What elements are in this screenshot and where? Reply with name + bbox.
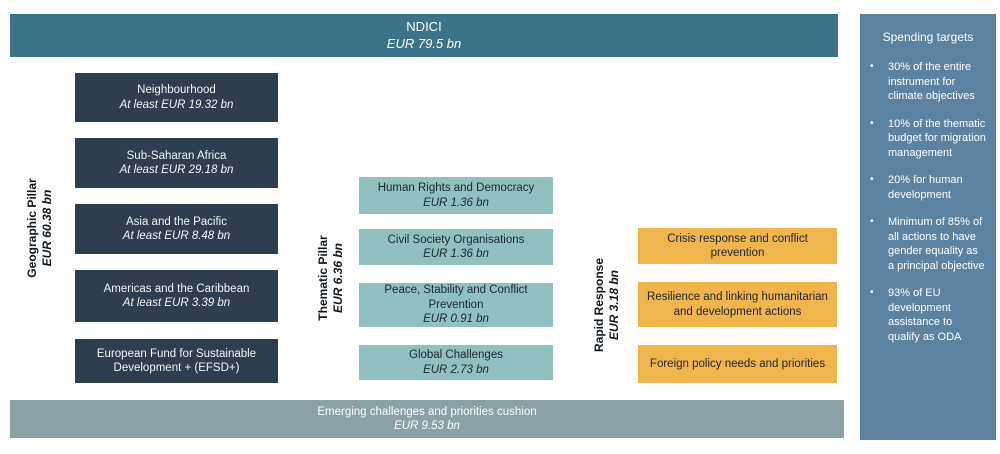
geographic-pillar-amount: EUR 60.38 bn bbox=[40, 189, 54, 267]
box-title: Asia and the Pacific bbox=[125, 215, 227, 228]
bullet-icon: • bbox=[870, 216, 874, 228]
box-global-challenges: Global Challenges EUR 2.73 bn bbox=[359, 345, 553, 380]
box-amount: At least EUR 19.32 bn bbox=[119, 98, 234, 111]
geographic-pillar-label: Geographic Pillar EUR 60.38 bn bbox=[24, 143, 56, 313]
spending-target-text: 30% of the entire instrument for climate… bbox=[888, 61, 975, 103]
cushion-amount: EUR 9.53 bn bbox=[394, 420, 460, 432]
rapid-response-amount: EUR 3.18 bn bbox=[607, 269, 621, 341]
box-civil-society: Civil Society Organisations EUR 1.36 bn bbox=[359, 229, 553, 265]
cushion-bar: Emerging challenges and priorities cushi… bbox=[10, 400, 844, 438]
box-neighbourhood: Neighbourhood At least EUR 19.32 bn bbox=[75, 73, 278, 122]
list-item: • 10% of the thematic budget for migrati… bbox=[870, 117, 986, 161]
box-crisis-response: Crisis response and conflict prevention bbox=[638, 228, 837, 264]
box-title: Global Challenges bbox=[409, 349, 503, 362]
list-item: • Minimum of 85% of all actions to have … bbox=[870, 215, 986, 273]
box-amount: EUR 1.36 bn bbox=[423, 248, 489, 260]
ndici-title: NDICI bbox=[406, 18, 442, 34]
box-title: Civil Society Organisations bbox=[387, 233, 525, 246]
box-amount: At least EUR 3.39 bn bbox=[122, 297, 231, 309]
bullet-icon: • bbox=[870, 174, 874, 186]
box-amount: At least EUR 8.48 bn bbox=[122, 230, 231, 242]
thematic-pillar-amount: EUR 6.36 bn bbox=[331, 242, 345, 314]
box-amount: EUR 2.73 bn bbox=[423, 363, 489, 376]
list-item: • 30% of the entire instrument for clima… bbox=[870, 60, 986, 104]
rapid-response-name: Rapid Response bbox=[592, 257, 606, 353]
rapid-response-label: Rapid Response EUR 3.18 bn bbox=[592, 230, 622, 380]
spending-target-text: 20% for human development bbox=[888, 174, 963, 201]
box-sub-saharan-africa: Sub-Saharan Africa At least EUR 29.18 bn bbox=[75, 138, 278, 188]
thematic-pillar-name: Thematic Pillar bbox=[316, 235, 330, 321]
spending-target-text: 10% of the thematic budget for migration… bbox=[888, 117, 986, 159]
geographic-pillar-name: Geographic Pillar bbox=[25, 178, 39, 278]
box-amount: EUR 1.36 bn bbox=[423, 196, 489, 209]
box-amount: EUR 0.91 bn bbox=[423, 313, 489, 326]
box-title: Americas and the Caribbean bbox=[103, 282, 250, 295]
box-title: Human Rights and Democracy bbox=[377, 182, 535, 195]
box-peace-stability: Peace, Stability and Conflict Prevention… bbox=[359, 283, 553, 327]
spending-targets-title: Spending targets bbox=[882, 30, 974, 44]
box-amount: At least EUR 29.18 bn bbox=[119, 164, 234, 176]
cushion-title: Emerging challenges and priorities cushi… bbox=[317, 405, 537, 418]
box-title: Crisis response and conflict prevention bbox=[667, 232, 808, 259]
box-americas-caribbean: Americas and the Caribbean At least EUR … bbox=[75, 270, 278, 322]
box-title: Resilience and linking humanitarian and … bbox=[647, 291, 828, 318]
box-title: European Fund for Sustainable Developmen… bbox=[96, 347, 257, 374]
box-efsd: European Fund for Sustainable Developmen… bbox=[75, 339, 278, 383]
ndici-amount: EUR 79.5 bn bbox=[386, 35, 462, 51]
spending-targets-panel: Spending targets • 30% of the entire ins… bbox=[860, 14, 996, 440]
bullet-icon: • bbox=[870, 117, 874, 129]
bullet-icon: • bbox=[870, 61, 874, 72]
box-asia-pacific: Asia and the Pacific At least EUR 8.48 b… bbox=[75, 204, 278, 254]
list-item: • 20% for human development bbox=[870, 173, 986, 202]
box-human-rights: Human Rights and Democracy EUR 1.36 bn bbox=[359, 177, 553, 214]
ndici-header-banner: NDICI EUR 79.5 bn bbox=[10, 14, 838, 57]
box-title: Sub-Saharan Africa bbox=[126, 149, 227, 162]
bullet-icon: • bbox=[870, 287, 874, 299]
box-title: Foreign policy needs and priorities bbox=[649, 357, 826, 370]
list-item: • 93% of EU development assistance to qu… bbox=[870, 286, 986, 344]
spending-target-text: Minimum of 85% of all actions to have ge… bbox=[888, 216, 985, 272]
spending-target-text: 93% of EU development assistance to qual… bbox=[888, 287, 962, 343]
box-foreign-policy: Foreign policy needs and priorities bbox=[638, 345, 837, 383]
thematic-pillar-label: Thematic Pillar EUR 6.36 bn bbox=[316, 203, 346, 353]
box-resilience: Resilience and linking humanitarian and … bbox=[638, 282, 837, 327]
box-title: Peace, Stability and Conflict Prevention bbox=[384, 284, 528, 311]
box-title: Neighbourhood bbox=[137, 84, 216, 97]
